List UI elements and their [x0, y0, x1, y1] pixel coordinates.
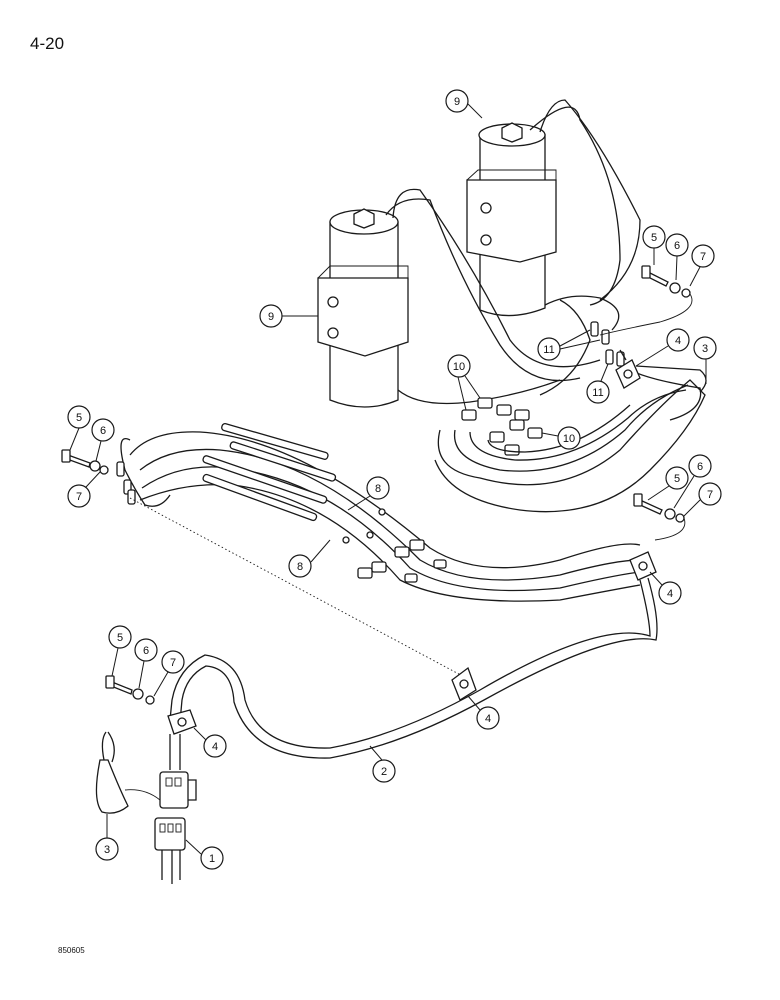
- callout-8-lower: 8: [288, 539, 331, 578]
- right-harness-loop: [434, 365, 707, 513]
- callout-4-mid-right: 4: [649, 571, 682, 605]
- svg-text:5: 5: [76, 412, 82, 424]
- harness-clip-lower-left: [167, 709, 197, 770]
- harness-connector-lower: [154, 817, 186, 884]
- harness-clip-lower-center: [451, 666, 477, 701]
- svg-text:6: 6: [143, 645, 149, 657]
- svg-text:9: 9: [268, 311, 274, 323]
- bolt-set-left: [61, 449, 109, 475]
- callout-5-left: 5: [67, 405, 91, 451]
- callout-4-upper: 4: [635, 328, 690, 367]
- solenoid-valve-front: [317, 208, 409, 408]
- callout-6-upper: 6: [665, 233, 689, 281]
- main-harness-trunk: [120, 423, 641, 602]
- callout-6-mid-right: 6: [673, 454, 712, 509]
- solenoid-lead-wires: [385, 99, 641, 405]
- svg-text:5: 5: [674, 473, 680, 485]
- svg-text:3: 3: [104, 844, 110, 856]
- harness-clip-mid: [629, 551, 657, 581]
- callout-5-upper: 5: [642, 225, 666, 265]
- callout-8-upper: 8: [347, 476, 390, 511]
- lower-harness: [129, 497, 658, 759]
- svg-text:8: 8: [297, 561, 303, 573]
- callout-10-upper: 10: [447, 354, 481, 411]
- connector-blocks-10: [461, 397, 543, 456]
- svg-text:11: 11: [543, 344, 554, 356]
- callout-7-lower: 7: [153, 650, 185, 697]
- svg-text:9: 9: [454, 96, 460, 108]
- callout-5-lower: 5: [108, 625, 132, 677]
- callout-10-lower: 10: [541, 426, 581, 450]
- bolt-set-mid-right: [633, 493, 686, 541]
- callout-7-mid-right: 7: [683, 482, 722, 517]
- svg-text:4: 4: [212, 741, 218, 753]
- bolt-set-lower-left: [105, 675, 155, 705]
- svg-text:7: 7: [170, 657, 176, 669]
- harness-connector-upper: [159, 771, 197, 809]
- svg-text:8: 8: [375, 483, 381, 495]
- svg-text:6: 6: [697, 461, 703, 473]
- callout-9-front: 9: [259, 304, 318, 328]
- callout-6-lower: 6: [134, 638, 158, 689]
- page-number: 4-20: [30, 34, 65, 53]
- callout-1: 1: [185, 839, 224, 870]
- svg-text:5: 5: [117, 632, 123, 644]
- svg-text:4: 4: [485, 713, 491, 725]
- callout-11-lower: 11: [586, 363, 610, 404]
- harness-clip-upper: [615, 349, 641, 389]
- callout-7-left: 7: [67, 471, 101, 508]
- callout-4-lower-center: 4: [467, 695, 500, 730]
- callout-11-upper: 11: [537, 329, 601, 361]
- callout-2: 2: [369, 745, 396, 783]
- svg-text:6: 6: [674, 240, 680, 252]
- svg-text:10: 10: [563, 433, 575, 445]
- callout-9-rear: 9: [445, 89, 483, 119]
- callout-3-upper: 3: [693, 336, 717, 384]
- callout-7-upper: 7: [689, 244, 715, 287]
- solenoid-valve-rear: [466, 122, 557, 317]
- callout-5-mid-right: 5: [647, 466, 689, 501]
- svg-text:7: 7: [707, 489, 713, 501]
- bolt-set-upper-right: [599, 265, 693, 336]
- svg-text:10: 10: [453, 361, 465, 373]
- figure-code: 850605: [58, 946, 85, 955]
- svg-text:2: 2: [381, 766, 387, 778]
- svg-text:4: 4: [667, 588, 673, 600]
- svg-text:7: 7: [700, 251, 706, 263]
- svg-text:5: 5: [651, 232, 657, 244]
- svg-text:11: 11: [592, 387, 603, 399]
- svg-text:1: 1: [209, 853, 215, 865]
- callout-4-lower-left: 4: [193, 727, 227, 758]
- callout-3-lower: 3: [95, 814, 119, 861]
- svg-text:7: 7: [76, 491, 82, 503]
- svg-text:3: 3: [702, 343, 708, 355]
- svg-text:6: 6: [100, 425, 106, 437]
- left-ring-terminals: [116, 461, 136, 505]
- svg-text:4: 4: [675, 335, 681, 347]
- connector-pins-11: [590, 321, 625, 367]
- tie-strap: [95, 731, 161, 814]
- callout-6-left: 6: [91, 418, 115, 462]
